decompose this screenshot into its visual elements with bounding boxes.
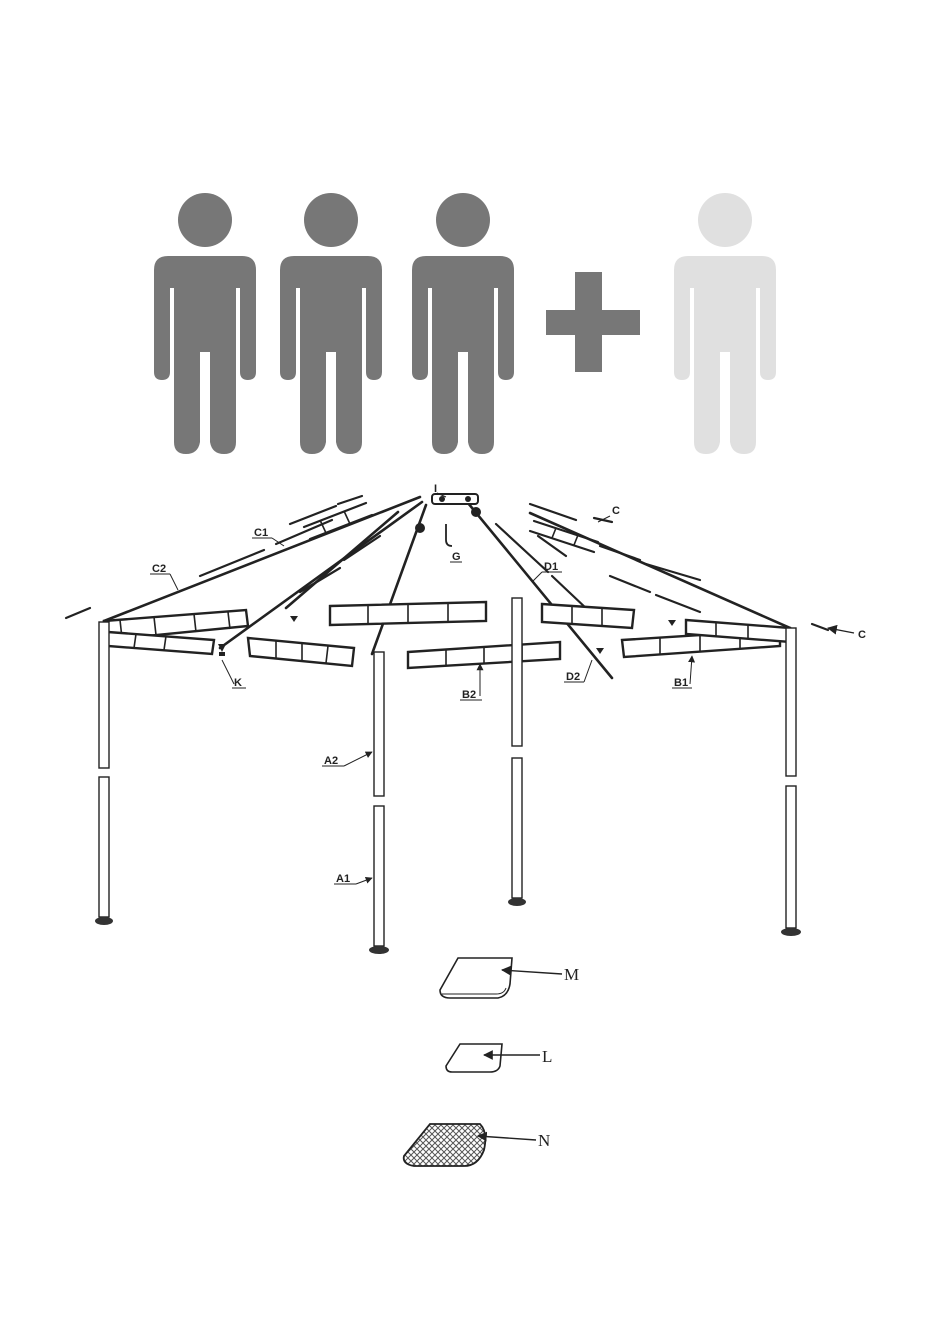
person-icon [154, 193, 256, 454]
label-C1: C1 [254, 527, 268, 539]
label-A1: A1 [336, 873, 350, 885]
label-N: N [538, 1131, 550, 1150]
label-I: I [434, 483, 437, 495]
label-D1: D1 [544, 561, 558, 573]
label-A2: A2 [324, 755, 338, 767]
label-B2: B2 [462, 689, 476, 701]
label-M: M [564, 965, 579, 984]
gazebo-frame [66, 494, 828, 954]
label-C-top: C [612, 505, 620, 517]
label-K: K [234, 677, 242, 689]
persons-required [154, 193, 776, 454]
label-D2: D2 [566, 671, 580, 683]
person-icon [412, 193, 514, 454]
part-labels: I G C1 C2 C D1 C K B2 D2 B1 A2 A1 [150, 483, 866, 885]
person-icon [280, 193, 382, 454]
top-connector [415, 494, 481, 546]
mesh-pad-N: N [404, 1124, 551, 1166]
label-G: G [452, 551, 461, 563]
side-beams [104, 602, 790, 668]
canopy-cover-M: M [440, 958, 579, 998]
plus-icon [546, 272, 640, 372]
label-B1: B1 [674, 677, 688, 689]
label-C-right: C [858, 629, 866, 641]
fabric-L: L [446, 1044, 552, 1072]
label-L: L [542, 1047, 552, 1066]
optional-person-icon [674, 193, 776, 454]
roof-ladder-pieces [304, 503, 598, 552]
label-C2: C2 [152, 563, 166, 575]
